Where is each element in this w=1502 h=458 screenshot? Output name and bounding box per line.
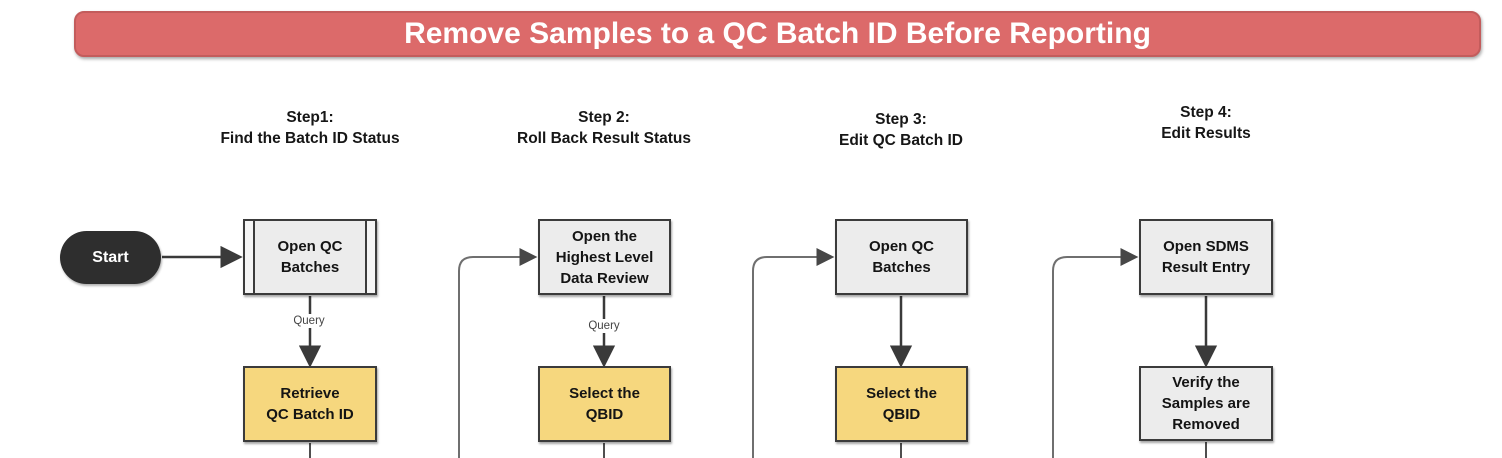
subprocess-bar-right [365, 221, 375, 293]
node-label: Open SDMS Result Entry [1161, 238, 1251, 276]
page-title: Remove Samples to a QC Batch ID Before R… [404, 17, 1151, 50]
step4-header: Step 4: Edit Results [1161, 104, 1251, 142]
node-verify-samples-removed: Verify the Samples are Removed [1139, 366, 1273, 441]
subprocess-bar-left [245, 221, 255, 293]
node-label: Select the QBID [569, 385, 640, 423]
node-open-highest-level-data-review: Open the Highest Level Data Review [538, 219, 671, 295]
node-open-sdms-result-entry: Open SDMS Result Entry [1139, 219, 1273, 295]
node-label: Open QC Batches [277, 238, 343, 276]
node-label: Open the Highest Level Data Review [555, 227, 654, 287]
title-banner: Remove Samples to a QC Batch ID Before R… [74, 11, 1481, 57]
connector-step1-to-step2 [458, 248, 538, 458]
start-label: Start [92, 248, 129, 266]
node-retrieve-qc-batch-id: Retrieve QC Batch ID [243, 366, 377, 442]
node-select-qbid-step2: Select the QBID [538, 366, 671, 442]
step1-header: Step1: Find the Batch ID Status [220, 109, 400, 147]
step3-header: Step 3: Edit QC Batch ID [838, 111, 963, 149]
node-open-qc-batches-step1: Open QC Batches [243, 219, 377, 295]
start-node: Start [60, 231, 161, 284]
node-label: Select the QBID [866, 385, 937, 423]
edge-label-query-step1: Query [290, 314, 328, 328]
node-label: Retrieve QC Batch ID [266, 385, 354, 423]
node-open-qc-batches-step3: Open QC Batches [835, 219, 968, 295]
node-select-qbid-step3: Select the QBID [835, 366, 968, 442]
node-label: Verify the Samples are Removed [1161, 374, 1251, 433]
connector-step3-to-step4 [1052, 248, 1139, 458]
connector-step2-to-step3 [752, 248, 835, 458]
step2-header: Step 2: Roll Back Result Status [517, 109, 691, 147]
node-label: Open QC Batches [868, 238, 934, 276]
edge-label-query-step2: Query [585, 319, 623, 333]
